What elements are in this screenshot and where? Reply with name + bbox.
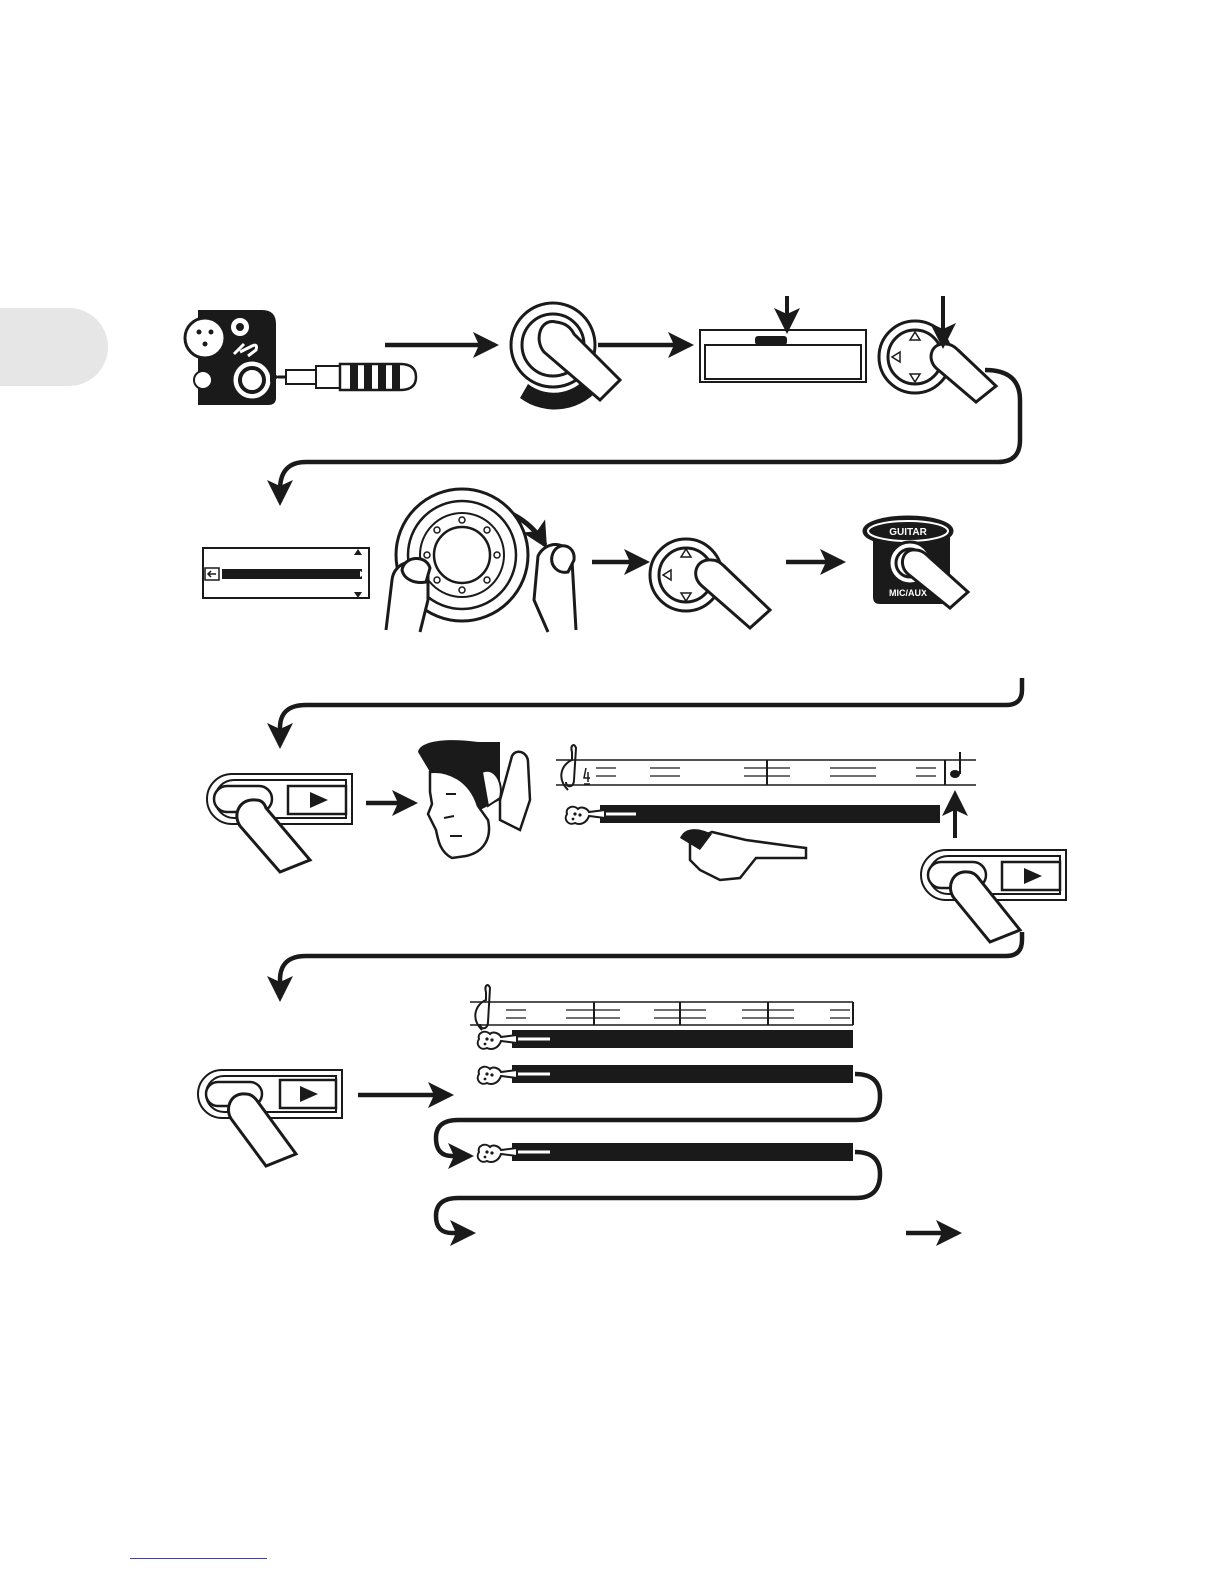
mic-aux-label: MIC/AUX — [889, 588, 927, 598]
loop-connector-2 — [436, 1152, 880, 1233]
guitar-jack-plug-icon — [185, 310, 416, 405]
flow-connector-3 — [280, 932, 1022, 998]
input-knob-press-icon — [511, 303, 620, 409]
staff-notation-icon — [556, 745, 976, 880]
lcd-display-icon — [700, 330, 866, 382]
guitar-label: GUITAR — [889, 527, 927, 538]
listening-head-icon — [418, 740, 530, 858]
menu-list-icon — [203, 548, 369, 598]
nav-pad-press-icon — [650, 539, 770, 628]
footer-rule — [130, 1558, 267, 1559]
select-wheel-icon — [386, 489, 576, 632]
record-button-icon — [207, 774, 352, 872]
input-selector-knob-icon: GUITAR MIC/AUX — [864, 517, 968, 608]
record-button-icon — [921, 850, 1066, 942]
nav-pad-press-icon — [879, 321, 996, 402]
record-button-icon — [198, 1070, 342, 1166]
flow-connector-2 — [280, 678, 1022, 745]
multi-track-icon — [470, 985, 853, 1162]
